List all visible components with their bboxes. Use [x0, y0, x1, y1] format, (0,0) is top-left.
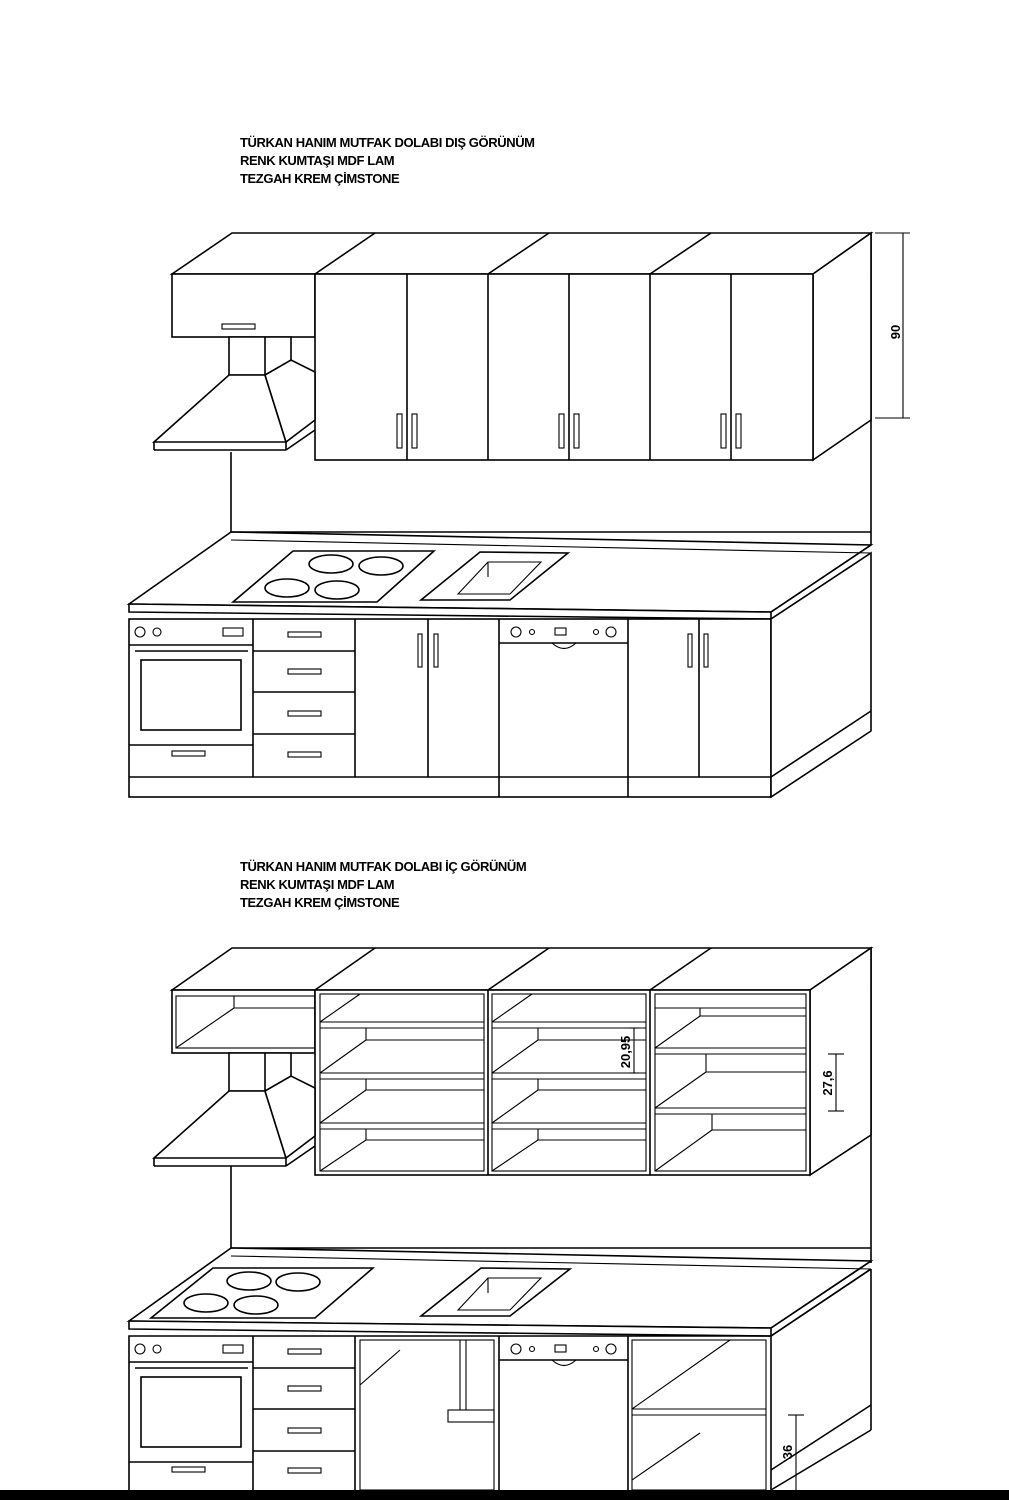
title-line-3: TEZGAH KREM ÇİMSTONE	[240, 171, 400, 186]
shelf-dimension-left: 20,95	[618, 1027, 639, 1074]
base-door-cabinet-2	[687, 619, 709, 777]
dimension-20-95-label: 20,95	[618, 1036, 633, 1069]
dimension-90-label: 90	[888, 325, 903, 339]
upper-open-shelves	[169, 946, 874, 1177]
corner-cabinet-interior	[631, 1339, 767, 1491]
base-cabinets	[128, 551, 872, 799]
interior-drawing: 20,95 27,6	[126, 946, 874, 1491]
title-line-1: TÜRKAN HANIM MUTFAK DOLABI DIŞ GÖRÜNÜM	[240, 135, 535, 150]
dimension-27-6-label: 27,6	[820, 1070, 835, 1095]
height-dimension: 90	[875, 232, 910, 419]
interior-view-title: TÜRKAN HANIM MUTFAK DOLABI İÇ GÖRÜNÜM RE…	[240, 858, 527, 912]
base-shelf-dimension: 36	[780, 1414, 804, 1490]
title-line-1: TÜRKAN HANIM MUTFAK DOLABI İÇ GÖRÜNÜM	[240, 859, 527, 874]
dishwasher	[499, 619, 629, 797]
sink	[418, 551, 571, 601]
title-line-2: RENK KUMTAŞI MDF LAM	[240, 153, 395, 168]
oven	[129, 619, 254, 777]
shelf-dimension-right: 27,6	[820, 1053, 844, 1112]
base-cabinets-interior: 36	[128, 1268, 872, 1491]
range-hood	[151, 336, 316, 451]
exterior-drawing: 90	[126, 231, 910, 799]
oven	[129, 1336, 254, 1490]
sink-cabinet-interior	[359, 1336, 500, 1491]
bottom-border	[0, 1490, 1009, 1500]
sink	[418, 1267, 573, 1317]
title-line-3: TEZGAH KREM ÇİMSTONE	[240, 895, 400, 910]
drawer-unit	[253, 619, 356, 777]
base-door-cabinet-1	[417, 619, 500, 797]
dishwasher	[499, 1336, 629, 1490]
drawer-unit	[253, 1336, 356, 1490]
exterior-view-title: TÜRKAN HANIM MUTFAK DOLABI DIŞ GÖRÜNÜM R…	[240, 134, 535, 188]
cooktop	[148, 1267, 376, 1319]
title-line-2: RENK KUMTAŞI MDF LAM	[240, 877, 395, 892]
dimension-36-label: 36	[780, 1445, 795, 1459]
upper-cabinets	[169, 231, 874, 462]
cooktop	[230, 550, 437, 603]
range-hood	[151, 1052, 316, 1167]
